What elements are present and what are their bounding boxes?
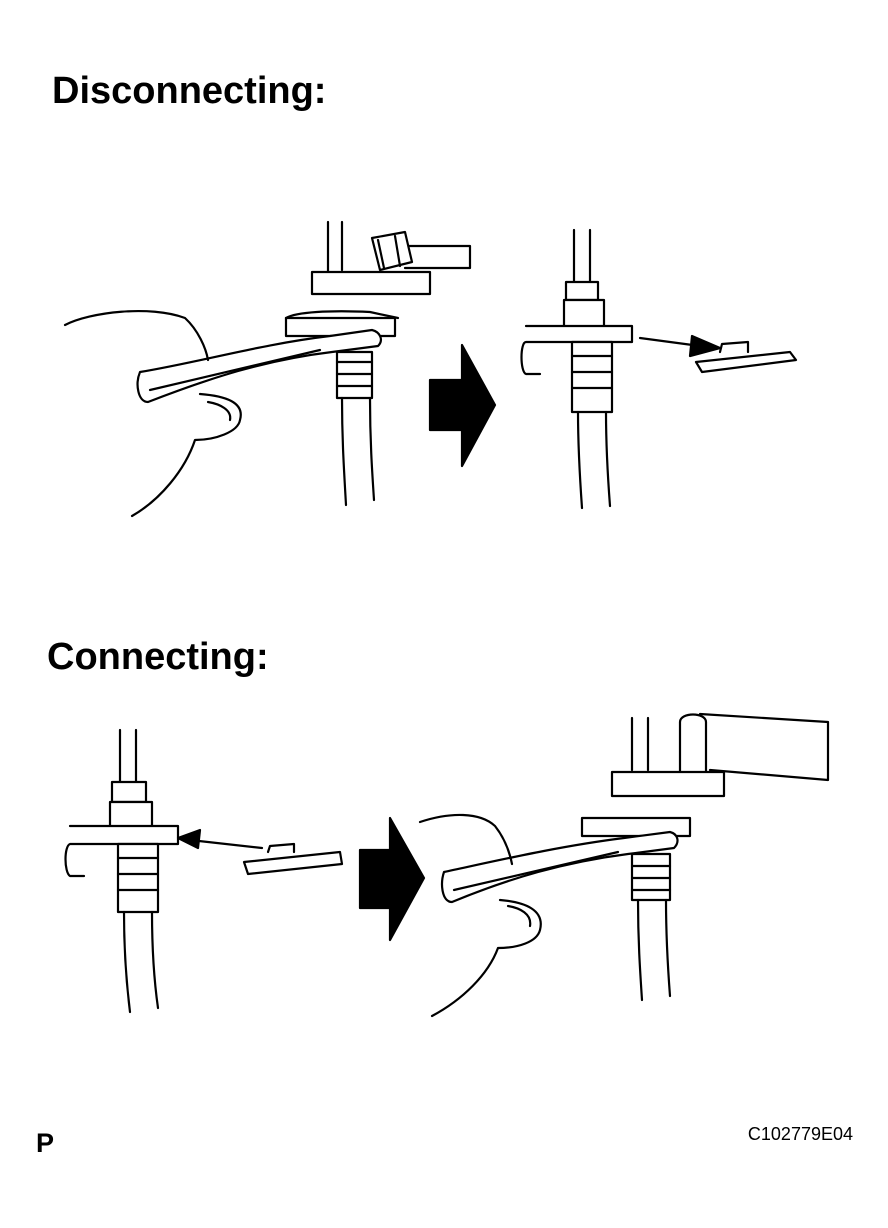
section-letter: P — [36, 1128, 55, 1158]
connect-step2-illustration — [420, 714, 828, 1016]
arrow-right-icon — [360, 818, 424, 940]
connecting-title: Connecting: — [47, 636, 269, 678]
disconnecting-title: Disconnecting: — [52, 70, 327, 112]
arrow-right-icon — [430, 345, 495, 466]
connect-step1-illustration — [66, 730, 343, 1012]
disconnect-step1-illustration — [65, 222, 470, 516]
disconnect-step2-illustration — [522, 230, 797, 508]
figure-code: C102779E04 — [747, 1124, 853, 1144]
